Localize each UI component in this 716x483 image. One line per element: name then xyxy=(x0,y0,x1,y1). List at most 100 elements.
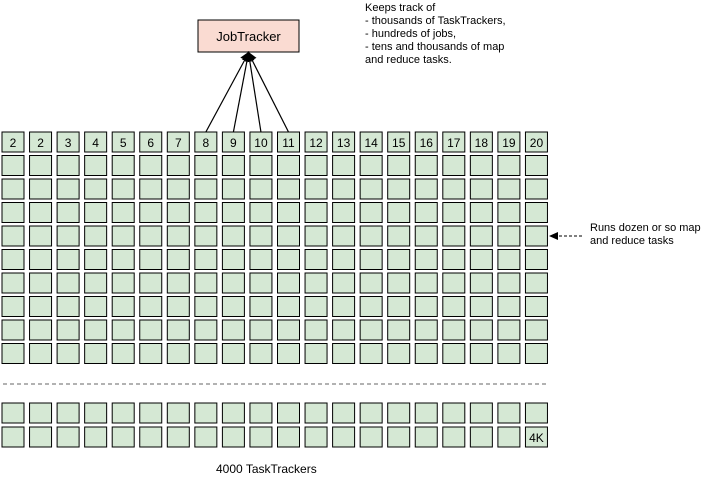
tasktracker-cell xyxy=(194,202,218,223)
tasktracker-cell xyxy=(332,272,356,294)
tasktracker-cell xyxy=(56,225,80,247)
tasktracker-cell xyxy=(56,296,80,317)
cell-label: 16 xyxy=(420,136,434,150)
tasktracker-cell xyxy=(277,225,300,247)
cell-label: 6 xyxy=(147,136,154,150)
tasktracker-cell xyxy=(194,296,218,317)
tasktracker-cell xyxy=(359,402,383,424)
tasktracker-cell xyxy=(221,202,245,223)
side-note-line: and reduce tasks xyxy=(590,235,674,247)
tasktracker-cell xyxy=(194,426,218,448)
tasktracker-cell xyxy=(139,155,163,176)
tasktracker-cell xyxy=(359,249,383,270)
tasktracker-cell xyxy=(277,272,300,294)
tasktracker-cell xyxy=(221,343,245,364)
tasktracker-cell xyxy=(29,225,53,247)
jobtracker-note-line: - hundreds of jobs, xyxy=(365,28,456,40)
tasktracker-cell xyxy=(1,426,25,448)
tasktracker-cell xyxy=(194,272,218,294)
jobtracker-note-line: - thousands of TaskTrackers, xyxy=(365,15,506,27)
tasktracker-cell xyxy=(56,343,80,364)
tasktracker-cell xyxy=(304,155,328,176)
tasktracker-cell xyxy=(166,155,190,176)
cell-label: 17 xyxy=(447,136,461,150)
tasktracker-cell xyxy=(221,402,245,424)
tasktracker-cell xyxy=(524,343,548,364)
tasktracker-cell xyxy=(414,249,438,270)
tasktracker-cell xyxy=(277,202,300,223)
tasktracker-cell xyxy=(332,249,356,270)
tasktracker-cell xyxy=(139,402,163,424)
header-cell xyxy=(387,131,411,153)
tasktracker-cell xyxy=(139,426,163,448)
tasktracker-cell xyxy=(387,426,411,448)
tasktracker-cell xyxy=(249,249,273,270)
tasktracker-cell xyxy=(29,426,53,448)
tasktracker-cell xyxy=(277,296,300,317)
tasktracker-cell xyxy=(524,272,548,294)
tasktracker-cell xyxy=(414,402,438,424)
jobtracker-note-line: and reduce tasks. xyxy=(365,54,452,66)
tasktracker-cell xyxy=(111,155,135,176)
tasktracker-cell xyxy=(56,402,80,424)
tasktracker-cell xyxy=(469,343,493,364)
tasktracker-cell xyxy=(332,178,356,200)
tasktracker-cell xyxy=(111,426,135,448)
tasktracker-cell xyxy=(249,426,273,448)
tasktracker-cell xyxy=(387,225,411,247)
cell-label: 15 xyxy=(392,136,406,150)
tasktracker-cell xyxy=(497,296,521,317)
tasktracker-cell xyxy=(332,426,356,448)
tasktracker-cell xyxy=(139,272,163,294)
header-cell xyxy=(249,131,273,153)
tasktracker-cell xyxy=(497,225,521,247)
tasktracker-cell xyxy=(221,178,245,200)
job-tracker-label: JobTracker xyxy=(216,29,281,44)
tasktracker-cell xyxy=(166,178,190,200)
tasktracker-cell xyxy=(221,426,245,448)
jobtracker-arrows xyxy=(205,51,290,133)
tasktracker-cell xyxy=(1,296,25,317)
tasktracker-cell xyxy=(359,202,383,223)
header-cell xyxy=(497,131,521,153)
tasktracker-cell xyxy=(469,272,493,294)
tasktracker-cell xyxy=(111,178,135,200)
tasktracker-cell xyxy=(249,225,273,247)
tasktracker-cell xyxy=(359,155,383,176)
tasktracker-cell xyxy=(249,319,273,341)
tasktracker-cell xyxy=(497,272,521,294)
cell-label: 19 xyxy=(502,136,516,150)
header-cell xyxy=(332,131,356,153)
tasktracker-cell xyxy=(249,202,273,223)
tasktracker-cell xyxy=(84,272,108,294)
jobtracker-arrow xyxy=(205,51,250,133)
tasktracker-cell xyxy=(1,178,25,200)
cell-label: 4K xyxy=(529,431,544,445)
tasktracker-cell xyxy=(56,202,80,223)
tasktracker-cell xyxy=(1,402,25,424)
tasktracker-cell xyxy=(166,249,190,270)
tasktracker-cell xyxy=(56,319,80,341)
tasktracker-cell xyxy=(166,319,190,341)
tasktracker-cell xyxy=(469,296,493,317)
tasktracker-cell xyxy=(84,343,108,364)
tasktracker-cell xyxy=(1,225,25,247)
tasktracker-cell xyxy=(442,249,466,270)
tasktracker-cell xyxy=(166,343,190,364)
tasktracker-cell xyxy=(111,202,135,223)
tasktracker-cell xyxy=(29,202,53,223)
tasktracker-cell xyxy=(277,178,300,200)
tasktracker-cell xyxy=(332,343,356,364)
footer-label: 4000 TaskTrackers xyxy=(216,462,317,476)
tasktracker-cell xyxy=(277,426,300,448)
tasktracker-cell xyxy=(414,155,438,176)
tasktracker-cell xyxy=(277,319,300,341)
tasktracker-cell xyxy=(442,202,466,223)
tasktracker-cell xyxy=(414,426,438,448)
tasktracker-cell xyxy=(249,155,273,176)
tasktracker-cell xyxy=(221,319,245,341)
tasktracker-cell xyxy=(442,155,466,176)
tasktracker-cell xyxy=(359,319,383,341)
